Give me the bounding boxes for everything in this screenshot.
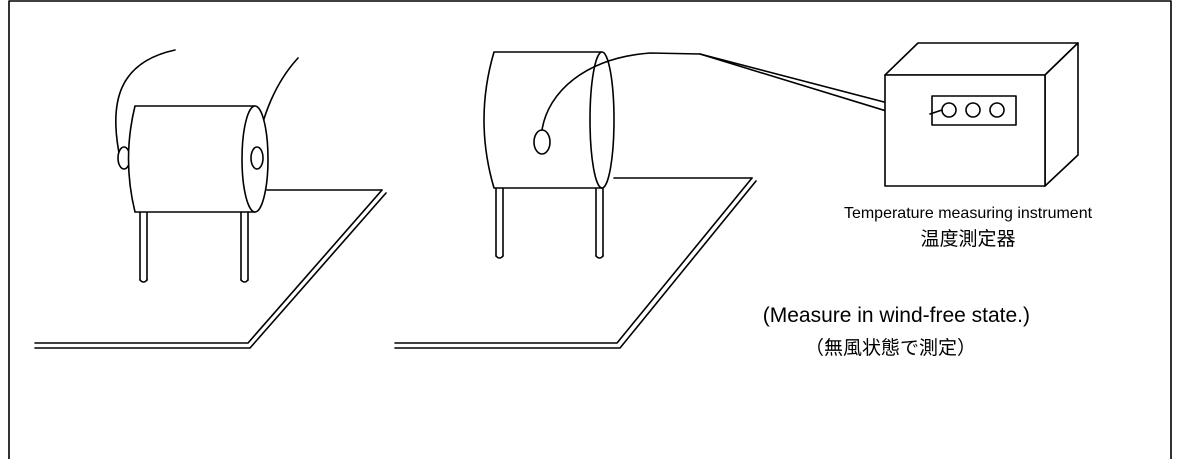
left-thermocouple-wire-1 — [114, 49, 176, 159]
left-capacitor-body — [127, 105, 256, 213]
middle-capacitor-body — [483, 51, 603, 189]
middle-pcb-edge — [394, 177, 757, 349]
middle-thermocouple-wire — [541, 52, 933, 131]
note-label-ja: （無風状態で測定） — [805, 337, 976, 359]
terminal-2-icon — [965, 102, 981, 118]
instrument-label-ja: 温度測定器 — [920, 228, 1015, 250]
instrument-wire-link — [929, 109, 943, 115]
left-pcb-edge — [34, 189, 387, 349]
diagram-frame — [8, 0, 1172, 459]
middle-capacitor-end — [589, 51, 615, 189]
left-lead-wire-left-tip — [139, 279, 148, 283]
middle-thermocouple-tip — [533, 129, 551, 155]
left-lead-wire-right-tip — [240, 279, 249, 283]
middle-lead-wire-left-tip — [495, 255, 504, 259]
middle-lead-wire-right-tip — [595, 255, 604, 259]
instrument-front-face — [884, 74, 1046, 187]
temperature-instrument — [884, 42, 1079, 187]
instrument-label-en: Temperature measuring instrument — [844, 205, 1093, 222]
middle-setup — [394, 51, 933, 349]
left-setup — [34, 49, 387, 349]
terminal-3-icon — [989, 102, 1005, 118]
left-thermocouple-tip — [250, 146, 264, 170]
note-label-en: (Measure in wind-free state.) — [763, 304, 1030, 327]
terminal-1-icon — [941, 102, 957, 118]
